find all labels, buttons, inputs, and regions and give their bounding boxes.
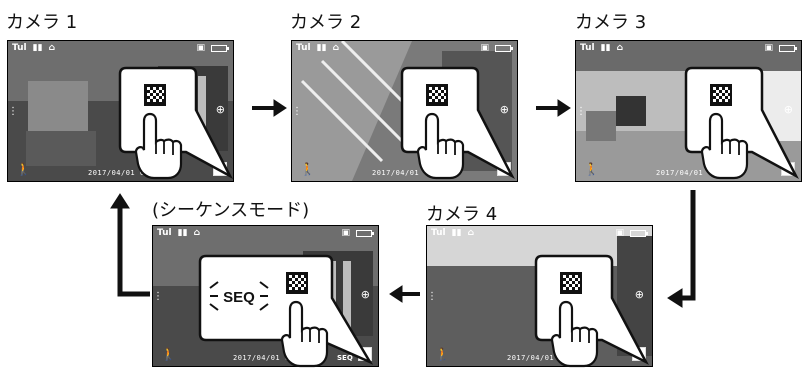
status-bar: Tul ▮▮ ⌂ ▣ [153, 226, 378, 240]
seq-callout-text: SEQ [223, 289, 255, 306]
camera-3-screen: Tul ▮▮ ⌂ ▣ ⋮ ⊕ 🚶 2017/04/01 08 [575, 40, 802, 182]
timestamp: 2017/04/01 08 [656, 169, 718, 177]
battery-icon [495, 44, 513, 52]
walking-person-icon: 🚶 [300, 162, 315, 176]
zoom-icon[interactable]: ⊕ [634, 288, 644, 301]
sd-card-icon: ▣ [764, 43, 773, 53]
camera-4-callout [534, 254, 649, 368]
battery-icon [356, 229, 374, 237]
timestamp: 2017/04/01 08 [88, 169, 150, 177]
camera-icon: ⌂ [48, 43, 56, 53]
walking-person-icon: 🚶 [435, 347, 450, 361]
sd-card-icon: ▣ [341, 228, 350, 238]
status-bar: Tul ▮▮ ⌂ ▣ [8, 41, 233, 55]
camera-icon: ⌂ [332, 43, 340, 53]
split-icon: ▮▮ [316, 43, 327, 53]
camera-icon: ⌂ [193, 228, 201, 238]
signal-icon: Tul [157, 228, 172, 238]
camera-2-callout [400, 66, 515, 180]
battery-icon [779, 44, 797, 52]
grid-view-icon[interactable] [426, 84, 448, 106]
timestamp: 2017/04/01 08 [372, 169, 434, 177]
camera-icon: ⌂ [467, 228, 475, 238]
timestamp: 2017/04/01 08 [507, 354, 569, 362]
grid-view-icon[interactable] [560, 272, 582, 294]
grid-view-icon[interactable] [710, 84, 732, 106]
walking-person-icon: 🚶 [16, 162, 31, 176]
zoom-icon[interactable]: ⊕ [215, 103, 225, 116]
signal-icon: Tul [580, 43, 595, 53]
timestamp: 2017/04/01 08 [233, 354, 295, 362]
split-icon: ▮▮ [451, 228, 462, 238]
grid-view-icon[interactable] [286, 272, 308, 294]
arrow-icon [110, 99, 696, 308]
sd-card-icon: ▣ [480, 43, 489, 53]
side-menu-tab[interactable]: ⋮ [427, 290, 437, 302]
side-menu-tab[interactable]: ⋮ [576, 105, 586, 117]
walking-person-icon: 🚶 [161, 347, 176, 361]
camera-2-label: カメラ 2 [290, 12, 362, 33]
camera-4-label: カメラ 4 [426, 204, 498, 225]
status-bar: Tul ▮▮ ⌂ ▣ [292, 41, 517, 55]
side-menu-tab[interactable]: ⋮ [153, 290, 163, 302]
sequence-mode-label: (シーケンスモード) [152, 200, 310, 221]
split-icon: ▮▮ [600, 43, 611, 53]
zoom-icon[interactable]: ⊕ [360, 288, 370, 301]
battery-icon [630, 229, 648, 237]
seq-indicator: SEQ [209, 281, 269, 311]
sd-card-icon: ▣ [615, 228, 624, 238]
zoom-icon[interactable]: ⊕ [783, 103, 793, 116]
signal-icon: Tul [12, 43, 27, 53]
signal-icon: Tul [296, 43, 311, 53]
seq-status-text: SEQ [337, 354, 353, 362]
camera-3-callout [684, 66, 799, 180]
camera-1-label: カメラ 1 [6, 12, 78, 33]
split-icon: ▮▮ [177, 228, 188, 238]
status-bar: Tul ▮▮ ⌂ ▣ [427, 226, 652, 240]
walking-person-icon: 🚶 [584, 162, 599, 176]
zoom-icon[interactable]: ⊕ [499, 103, 509, 116]
status-bar: Tul ▮▮ ⌂ ▣ [576, 41, 801, 55]
side-menu-tab[interactable]: ⋮ [292, 105, 302, 117]
battery-icon [211, 44, 229, 52]
camera-3-label: カメラ 3 [575, 12, 647, 33]
grid-view-icon[interactable] [144, 84, 166, 106]
signal-icon: Tul [431, 228, 446, 238]
camera-icon: ⌂ [616, 43, 624, 53]
sequence-callout: SEQ [198, 254, 374, 368]
split-icon: ▮▮ [32, 43, 43, 53]
sd-card-icon: ▣ [196, 43, 205, 53]
camera-1-callout [118, 66, 233, 180]
side-menu-tab[interactable]: ⋮ [8, 105, 18, 117]
